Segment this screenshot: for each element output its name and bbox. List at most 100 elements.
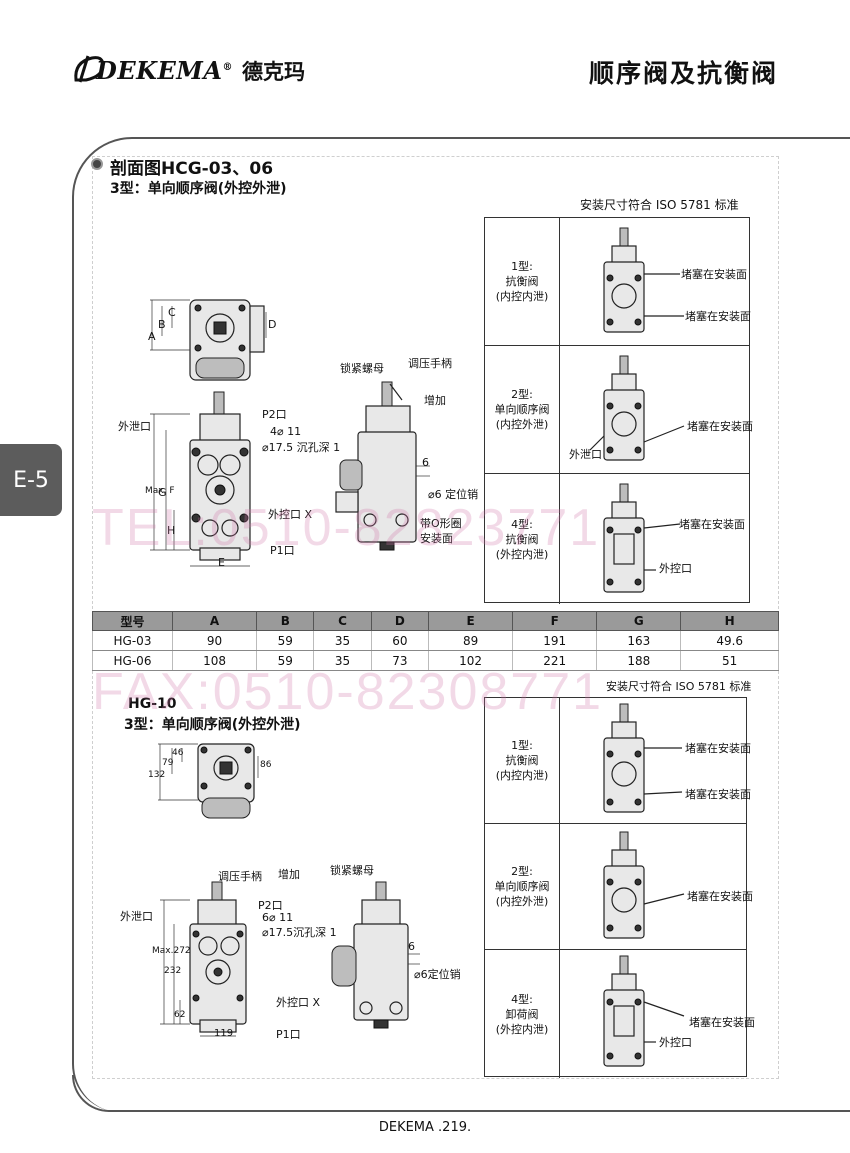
label-counterbore: ⌀17.5 沉孔深 1 (262, 441, 341, 454)
section1-variant-table: 1型:抗衡阀(内控内泄) 堵塞在安装面 堵塞在安装面 2型:单向顺序阀(内控外泄… (484, 217, 753, 604)
hg10-side-drawing (331, 881, 420, 1029)
dim-46: 46 (172, 748, 184, 758)
dim-a: A (148, 330, 156, 343)
table-header: H (680, 611, 779, 631)
variant-drawing (560, 218, 749, 345)
table-cell: 60 (370, 630, 430, 651)
section2-standard-note: 安装尺寸符合 ISO 5781 标准 (606, 680, 752, 693)
label-pin: ⌀6 定位销 (428, 488, 479, 501)
table-cell: 89 (428, 630, 514, 651)
dim-g: G (158, 486, 167, 499)
valve-variant-icon (603, 831, 685, 939)
label-lock-nut-2: 锁紧螺母 (330, 864, 374, 877)
label-p1-2: P1口 (276, 1028, 301, 1041)
dim-232: 232 (164, 966, 182, 976)
dim-c: C (168, 306, 176, 319)
variant-note: 外控口 (659, 1036, 692, 1049)
page-footer: DEKEMA .219. (378, 1120, 472, 1135)
label-oring-1: 带O形圈 (420, 517, 462, 530)
table-header: 型号 (92, 611, 173, 631)
fax-watermark: FAX:0510-82308771 (92, 663, 604, 721)
table-cell: 35 (313, 650, 372, 671)
dim-max272: Max.272 (152, 946, 191, 956)
label-pilot-x: 外控口 X (268, 508, 313, 521)
label-p2-2: P2口 (258, 899, 283, 912)
section1-standard-note: 安装尺寸符合 ISO 5781 标准 (580, 198, 739, 212)
label-adjust-handle-2: 调压手柄 (218, 870, 262, 883)
label-six: 6 (422, 456, 429, 469)
label-drain: 外泄口 (118, 420, 151, 433)
dimension-table: 型号 A B C D E F G H HG-03 90 59 35 60 89 … (92, 611, 779, 671)
dim-86: 86 (260, 760, 272, 770)
variant-note: 外泄口 (569, 448, 602, 461)
section1-heading: 剖面图HCG-03、06 (110, 159, 274, 179)
table-cell: HG-03 (92, 630, 173, 651)
label-adjust-handle: 调压手柄 (408, 357, 452, 370)
table-cell: 188 (596, 650, 682, 671)
section-tab: E-5 (0, 444, 62, 516)
label-p1: P1口 (270, 544, 295, 557)
variant-note: 堵塞在安装面 (689, 1016, 755, 1029)
hg10-top-drawing (158, 743, 259, 819)
label-drain-2: 外泄口 (120, 910, 153, 923)
variant-row: 4型:抗衡阀(外控内泄) 堵塞在安装面 外控口 (485, 474, 749, 604)
hg10-front-drawing (160, 881, 247, 1037)
dim-132: 132 (148, 770, 166, 780)
dekema-logo-icon (74, 55, 105, 83)
table-cell: 59 (256, 630, 315, 651)
table-header: E (428, 611, 514, 631)
variant-note: 外控口 (659, 562, 692, 575)
variant-row: 2型:单向顺序阀(内控外泄) 堵塞在安装面 (485, 824, 753, 950)
table-cell: 59 (256, 650, 315, 671)
valve-variant-icon (603, 227, 684, 333)
table-header: C (313, 611, 372, 631)
label-six-2: 6 (408, 940, 415, 953)
section2-heading: HG-10 (128, 696, 177, 712)
variant-note: 堵塞在安装面 (679, 518, 745, 531)
page-frame (72, 137, 850, 1112)
brand-name-cn: 德克玛 (242, 60, 305, 84)
table-cell: 191 (512, 630, 598, 651)
valve-variant-icon (589, 355, 685, 461)
variant-drawing (560, 346, 749, 473)
valve-variant-icon (603, 955, 685, 1067)
label-increase: 增加 (424, 394, 446, 407)
table-cell: 163 (596, 630, 682, 651)
dim-e: E (218, 556, 225, 569)
table-cell: 51 (680, 650, 779, 671)
table-cell: HG-06 (92, 650, 173, 671)
dim-b: B (158, 318, 166, 331)
dim-d: D (268, 318, 277, 331)
table-row: HG-03 90 59 35 60 89 191 163 49.6 (92, 630, 779, 651)
variant-note: 堵塞在安装面 (685, 742, 751, 755)
page-frame-bottom (72, 1075, 850, 1112)
table-cell: 102 (428, 650, 514, 671)
dim-62: 62 (174, 1010, 186, 1020)
variant-label: 2型:单向顺序阀(内控外泄) (485, 824, 560, 949)
table-header: B (256, 611, 315, 631)
label-pilot-x-2: 外控口 X (276, 996, 321, 1009)
valve-variant-icon (603, 703, 683, 813)
variant-label: 4型:抗衡阀(外控内泄) (485, 474, 560, 604)
label-oring-2: 安装面 (420, 532, 453, 545)
label-bolt-2: 6⌀ 11 (262, 911, 294, 924)
variant-note: 堵塞在安装面 (681, 268, 747, 281)
variant-drawing (560, 950, 746, 1078)
variant-label: 2型:单向顺序阀(内控外泄) (485, 346, 560, 473)
variant-row: 1型:抗衡阀(内控内泄) 堵塞在安装面 堵塞在安装面 (485, 698, 751, 824)
variant-label: 4型:卸荷阀(外控内泄) (485, 950, 560, 1078)
dim-h: H (167, 524, 176, 537)
table-header-row: 型号 A B C D E F G H (92, 611, 779, 631)
hcg-side-drawing (335, 381, 430, 551)
section2-subheading: 3型：单向顺序阀(外控外泄) (124, 717, 301, 733)
table-header: F (512, 611, 598, 631)
table-cell: 108 (171, 650, 258, 671)
table-header: G (596, 611, 682, 631)
page-title: 顺序阀及抗衡阀 (588, 59, 778, 88)
label-increase-2: 增加 (278, 868, 300, 881)
variant-note: 堵塞在安装面 (687, 420, 753, 433)
table-row: HG-06 108 59 35 73 102 221 188 51 (92, 650, 779, 671)
table-cell: 221 (512, 650, 598, 671)
brand-name: DEKEMA® (96, 56, 233, 85)
variant-label: 1型:抗衡阀(内控内泄) (485, 698, 560, 823)
